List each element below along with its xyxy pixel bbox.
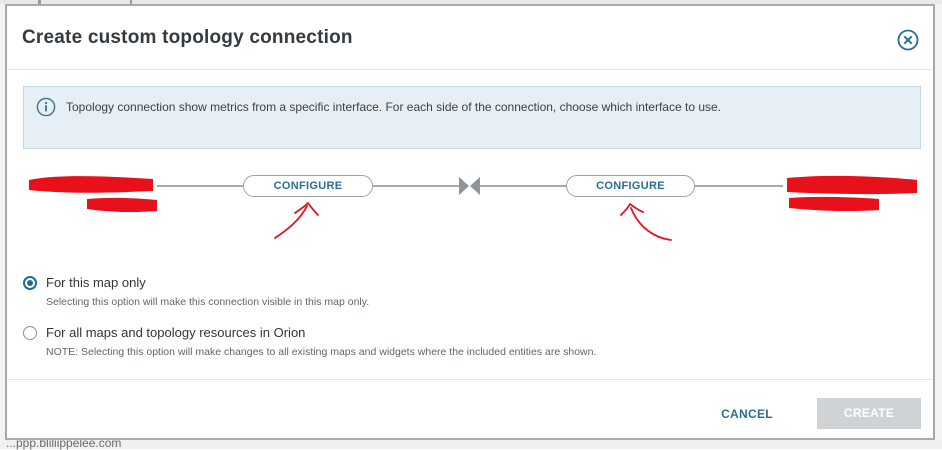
configure-right-interface-button[interactable]: CONFIGURE xyxy=(566,175,695,197)
option-description: Selecting this option will make this con… xyxy=(46,296,370,308)
visibility-options: For this map only Selecting this option … xyxy=(23,274,913,374)
close-icon[interactable] xyxy=(897,29,919,51)
create-topology-connection-dialog: Create custom topology connection Topolo… xyxy=(5,4,935,440)
option-all-maps[interactable]: For all maps and topology resources in O… xyxy=(23,324,913,374)
option-this-map-only[interactable]: For this map only Selecting this option … xyxy=(23,274,913,324)
dialog-header: Create custom topology connection xyxy=(7,6,933,70)
connection-diagram-graphics xyxy=(29,175,917,241)
create-button[interactable]: CREATE xyxy=(817,398,921,429)
option-description: NOTE: Selecting this option will make ch… xyxy=(46,346,597,358)
redaction-mark-left-top xyxy=(29,176,153,193)
redaction-mark-right-top xyxy=(787,175,917,195)
radio-this-map-only[interactable] xyxy=(23,276,37,290)
dialog-footer: CANCEL CREATE xyxy=(7,379,933,438)
annotation-arrowhead-left xyxy=(294,202,319,216)
connector-arrow-right-icon xyxy=(459,177,469,195)
dialog-title: Create custom topology connection xyxy=(22,27,353,48)
annotation-arrow-left xyxy=(274,205,308,239)
redaction-mark-right-bottom xyxy=(789,196,879,212)
option-label[interactable]: For all maps and topology resources in O… xyxy=(46,325,306,340)
connector-arrow-left-icon xyxy=(470,177,480,195)
radio-all-maps[interactable] xyxy=(23,326,37,340)
configure-left-interface-button[interactable]: CONFIGURE xyxy=(243,175,373,197)
annotation-arrowhead-right xyxy=(620,203,644,216)
cancel-button[interactable]: CANCEL xyxy=(721,407,773,421)
annotation-arrow-right xyxy=(630,207,672,241)
connection-diagram: CONFIGURE CONFIGURE xyxy=(7,156,933,246)
info-banner: Topology connection show metrics from a … xyxy=(23,86,921,149)
redaction-mark-left-bottom xyxy=(87,197,157,213)
info-text: Topology connection show metrics from a … xyxy=(66,100,722,114)
info-icon xyxy=(36,97,56,117)
option-label[interactable]: For this map only xyxy=(46,275,146,290)
